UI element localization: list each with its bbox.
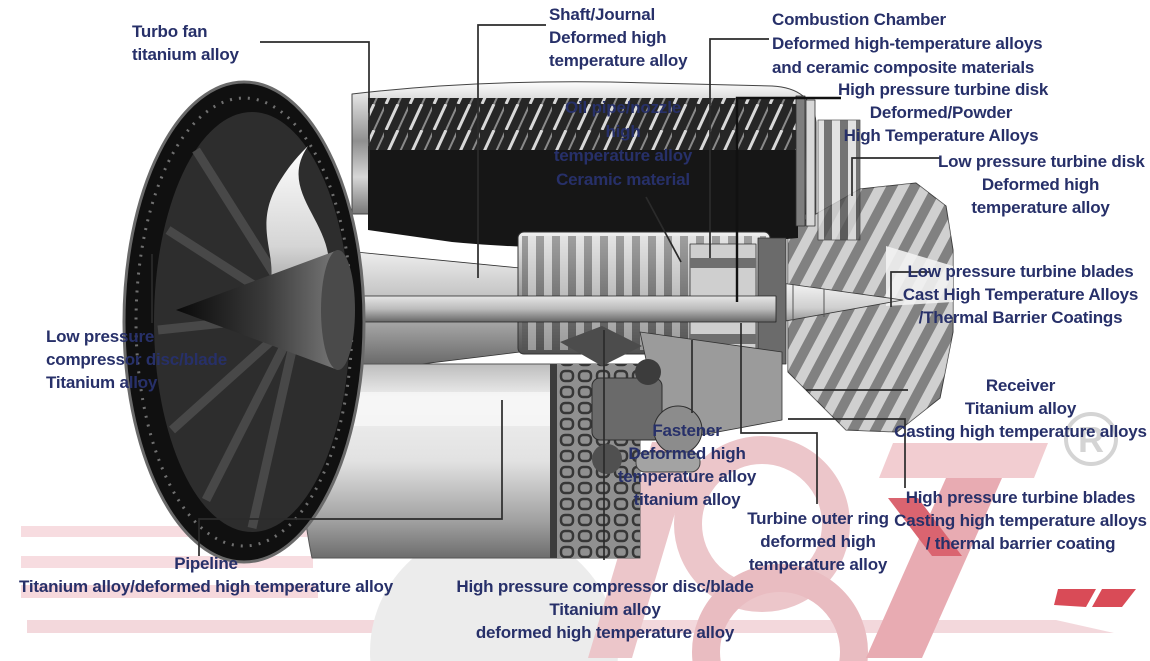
- fan-stator-lattice: [368, 98, 796, 150]
- label-shaft-journal: Shaft/Journal Deformed high temperature …: [549, 5, 688, 70]
- leader-turbine-outer-ring: [740, 323, 818, 504]
- registered-trademark-icon: R: [1064, 412, 1118, 466]
- label-hp-compressor: High pressure compressor disc/blade Tita…: [456, 577, 754, 642]
- label-lp-turbine-disk: Low pressure turbine disk Deformed high …: [938, 152, 1145, 217]
- label-lp-turbine-blades: Low pressure turbine blades Cast High Te…: [902, 262, 1139, 327]
- leader-lines: [151, 24, 941, 560]
- core-engine: [355, 231, 787, 443]
- leader-lp-turbine-disk: [851, 157, 941, 196]
- obt-watermark: [21, 436, 1136, 661]
- main-shaft: [355, 295, 777, 323]
- leader-oil-pipe: [645, 196, 682, 263]
- leader-combustion-chamber: [709, 38, 769, 258]
- leader-turbo-fan: [260, 41, 370, 170]
- watermark-letter-o: [370, 528, 618, 661]
- nacelle-cowl: [351, 81, 861, 249]
- leader-hp-turbine-disk: [735, 96, 841, 302]
- label-oil-pipe: Oil pipe/nozzle high temperature alloy C…: [553, 98, 693, 189]
- label-receiver: Receiver Titanium alloy Casting high tem…: [894, 376, 1147, 441]
- label-fastener: Fastener Deformed high temperature alloy…: [617, 421, 757, 509]
- label-turbo-fan: Turbo fan titanium alloy: [132, 22, 239, 64]
- label-hp-turbine-disk: High pressure turbine disk Deformed/Powd…: [838, 80, 1049, 145]
- leader-hp-turbine-blades: [788, 418, 906, 488]
- leader-pipeline: [198, 400, 503, 556]
- watermark-letter-t: [866, 443, 1136, 658]
- turbine-section: [751, 182, 954, 433]
- spinner-cone: [176, 250, 338, 370]
- leader-shaft-journal: [477, 24, 546, 278]
- engine-cutaway-illustration: [122, 80, 954, 564]
- watermark-letter-b: [588, 436, 868, 661]
- label-hp-turbine-blades: High pressure turbine blades Casting hig…: [894, 488, 1147, 553]
- accessory-gearbox: [560, 326, 703, 474]
- fan-assembly: [122, 80, 366, 564]
- leader-lp-turbine-blades: [890, 271, 929, 307]
- label-lp-compressor: Low pressure compressor disc/blade Titan…: [46, 327, 227, 392]
- label-turbine-outer-ring: Turbine outer ring deformed high tempera…: [747, 509, 889, 574]
- svg-text:R: R: [1078, 419, 1104, 460]
- label-combustion-chamber: Combustion Chamber Deformed high-tempera…: [772, 10, 1043, 77]
- label-pipeline: Pipeline Titanium alloy/deformed high te…: [18, 554, 393, 596]
